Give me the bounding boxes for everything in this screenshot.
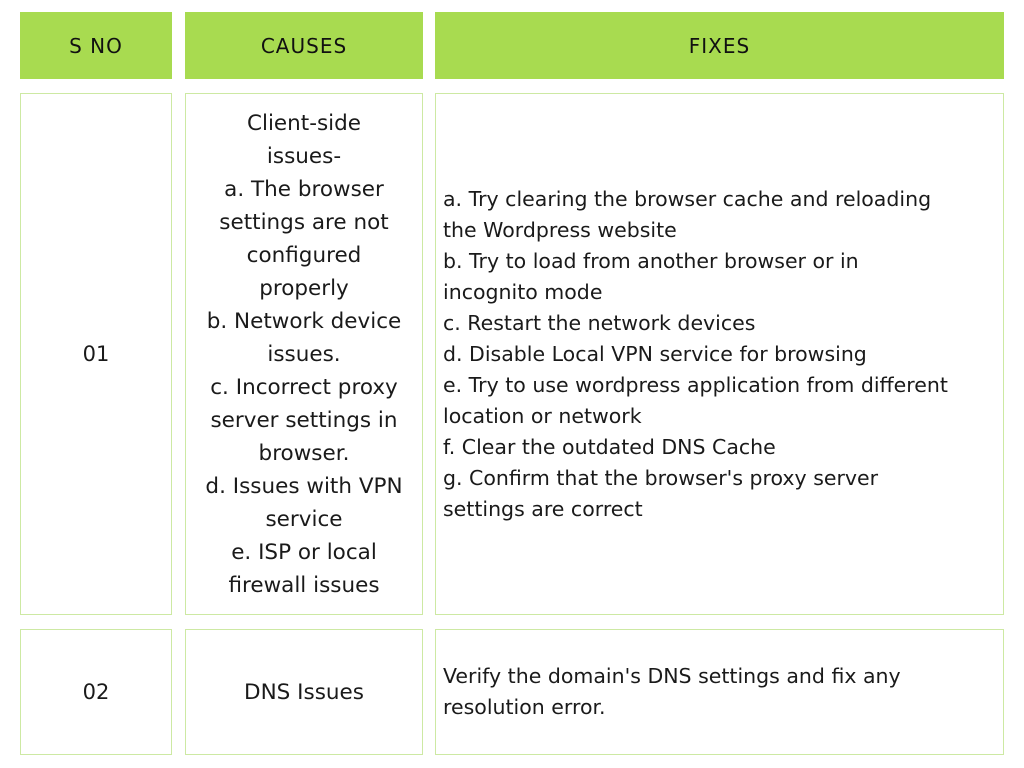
cause-line: server settings in [210,407,398,433]
fix-line: resolution error. [443,695,606,719]
cause-line: properly [259,275,349,301]
header-sno-label: S NO [69,33,123,58]
cause-line: a. The browser [224,176,384,202]
row-2-sno: 02 [82,680,110,704]
header-causes: CAUSES [185,12,423,79]
fix-line: Verify the domain's DNS settings and fix… [443,664,901,688]
cause-line: service [265,506,343,532]
fix-line: the Wordpress website [443,217,677,242]
row-2-causes: DNS Issues [244,676,364,709]
row-2-fixes: Verify the domain's DNS settings and fix… [436,661,901,723]
cause-line: firewall issues [228,572,380,598]
cause-line: DNS Issues [244,679,364,705]
row-1-causes: Client-side issues- a. The browser setti… [205,107,402,602]
row-1-causes-cell: Client-side issues- a. The browser setti… [185,93,423,615]
fix-line: settings are correct [443,496,643,521]
fix-line: a. Try clearing the browser cache and re… [443,186,932,211]
row-2-causes-cell: DNS Issues [185,629,423,755]
row-1-fixes-cell: a. Try clearing the browser cache and re… [435,93,1004,615]
fix-line: d. Disable Local VPN service for browsin… [443,341,867,366]
fix-line: b. Try to load from another browser or i… [443,248,859,273]
header-fixes: FIXES [435,12,1004,79]
fix-line: c. Restart the network devices [443,310,756,335]
fix-line: location or network [443,403,642,428]
cause-line: Client-side [246,110,362,136]
header-causes-label: CAUSES [260,33,348,58]
row-1-fixes: a. Try clearing the browser cache and re… [436,184,948,525]
cause-line: configured [246,242,362,268]
header-fixes-label: FIXES [688,33,751,58]
row-1-sno: 01 [82,342,110,366]
cause-line: b. Network device [206,308,402,334]
cause-line: settings are not [219,209,389,235]
fix-line: f. Clear the outdated DNS Cache [443,434,776,459]
header-sno: S NO [20,12,172,79]
cause-line: issues- [266,143,342,169]
row-1-sno-cell: 01 [20,93,172,615]
fix-line: incognito mode [443,279,603,304]
fix-line: g. Confirm that the browser's proxy serv… [443,465,879,490]
cause-line: e. ISP or local [231,539,377,565]
cause-line: c. Incorrect proxy [210,374,398,400]
row-2-sno-cell: 02 [20,629,172,755]
cause-line: d. Issues with VPN [205,473,403,499]
row-2-fixes-cell: Verify the domain's DNS settings and fix… [435,629,1004,755]
cause-line: browser. [258,440,350,466]
cause-line: issues. [267,341,341,367]
fix-line: e. Try to use wordpress application from… [443,372,948,397]
